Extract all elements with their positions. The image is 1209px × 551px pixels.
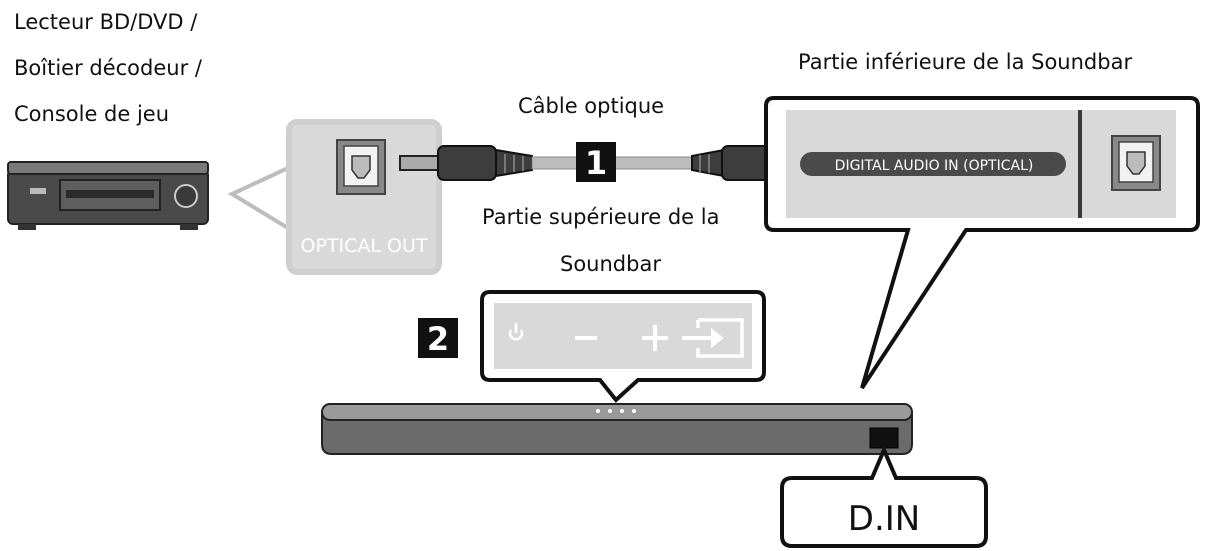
d-in-label: D.IN	[848, 499, 920, 539]
soundbar-top-title-line2: Soundbar	[560, 252, 661, 276]
cable-label: Câble optique	[518, 94, 665, 118]
input-source-icon	[682, 318, 744, 358]
optical-cable	[399, 145, 805, 181]
soundbar	[321, 403, 913, 455]
step-1-number: 1	[585, 144, 607, 182]
source-device	[7, 161, 209, 230]
step-1-badge: 1	[576, 142, 616, 182]
optical-out-label: OPTICAL OUT	[301, 235, 428, 257]
source-device-label-line2: Boîtier décodeur /	[14, 56, 202, 80]
optical-out-panel: OPTICAL OUT	[286, 119, 442, 275]
optical-port-icon	[336, 139, 386, 195]
source-device-label-line1: Lecteur BD/DVD /	[14, 10, 198, 34]
soundbar-bottom-title: Partie inférieure de la Soundbar	[798, 50, 1133, 74]
digital-audio-in-label: DIGITAL AUDIO IN (OPTICAL)	[835, 158, 1034, 174]
soundbar-top-panel	[480, 290, 766, 403]
source-device-label-line3: Console de jeu	[14, 102, 170, 126]
soundbar-bottom-panel: DIGITAL AUDIO IN (OPTICAL)	[764, 96, 1200, 390]
d-in-callout: D.IN	[780, 444, 988, 548]
zoom-lines	[227, 166, 290, 230]
plus-icon	[642, 325, 668, 351]
power-icon	[508, 323, 524, 341]
step-2-number: 2	[427, 320, 449, 358]
step-2-badge: 2	[418, 318, 458, 358]
optical-port-icon	[1111, 135, 1161, 191]
soundbar-top-title-line1: Partie supérieure de la	[482, 205, 720, 229]
